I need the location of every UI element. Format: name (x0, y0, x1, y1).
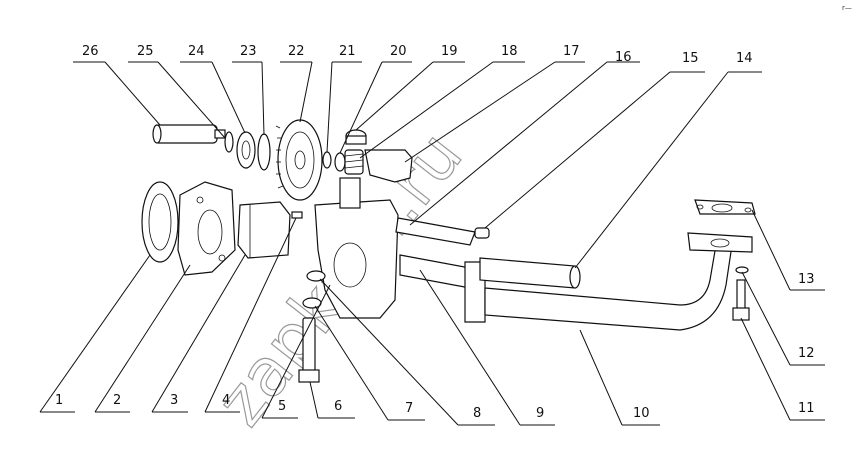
callout-26: 26 (82, 44, 99, 59)
corner-mark: r— (842, 4, 852, 12)
callout-3: 3 (170, 393, 178, 408)
part-4-pin (291, 211, 303, 219)
callout-24: 24 (188, 44, 205, 59)
callout-23: 23 (240, 44, 257, 59)
callout-4: 4 (222, 393, 230, 408)
callout-21: 21 (339, 44, 356, 59)
part-6-bolt (298, 317, 320, 383)
callout-16: 16 (615, 50, 632, 65)
part-17-valve-body (364, 149, 413, 183)
callout-18: 18 (501, 44, 518, 59)
callout-19: 19 (441, 44, 458, 59)
part-1-drive-gear (141, 181, 179, 263)
callout-7: 7 (405, 401, 413, 416)
part-10-suction-pipe (484, 244, 733, 331)
callout-2: 2 (113, 393, 121, 408)
callout-labels: 26 25 24 23 22 21 20 19 18 17 16 15 14 1… (55, 44, 815, 421)
callout-20: 20 (390, 44, 407, 59)
callout-17: 17 (563, 44, 580, 59)
callout-8: 8 (473, 406, 481, 421)
part-21-washer (322, 151, 332, 169)
part-18-cap (345, 129, 367, 145)
callout-15: 15 (682, 51, 699, 66)
callout-25: 25 (137, 44, 154, 59)
part-15-shaft (395, 217, 476, 246)
part-flange (687, 232, 753, 253)
part-16-pin (474, 227, 490, 239)
part-19-spring (344, 149, 364, 175)
part-14-tube-sleeve (479, 257, 581, 289)
part-13-gasket (694, 199, 756, 215)
part-23-snap-ring (257, 133, 271, 171)
part-22-driven-gear (275, 119, 323, 201)
callout-5: 5 (278, 399, 286, 414)
part-3-rotor (237, 201, 291, 259)
leader-lines (39, 61, 825, 426)
callout-12: 12 (798, 346, 815, 361)
part-9-bracket (399, 254, 486, 323)
callout-9: 9 (536, 406, 544, 421)
callout-10: 10 (633, 406, 650, 421)
callout-11: 11 (798, 401, 815, 416)
part-5-pump-housing (314, 177, 399, 319)
callout-6: 6 (334, 399, 342, 414)
part-24-bearing (236, 131, 256, 169)
callout-14: 14 (736, 51, 753, 66)
part-11-bolt (732, 279, 750, 321)
part-7-washer (302, 297, 322, 309)
callout-22: 22 (288, 44, 305, 59)
part-26-shaft (152, 124, 226, 144)
part-2-cover (177, 181, 236, 276)
part-8-washer (306, 270, 326, 282)
part-25-washer (224, 131, 234, 153)
part-20-ring (334, 152, 346, 172)
callout-13: 13 (798, 272, 815, 287)
callout-1: 1 (55, 393, 63, 408)
